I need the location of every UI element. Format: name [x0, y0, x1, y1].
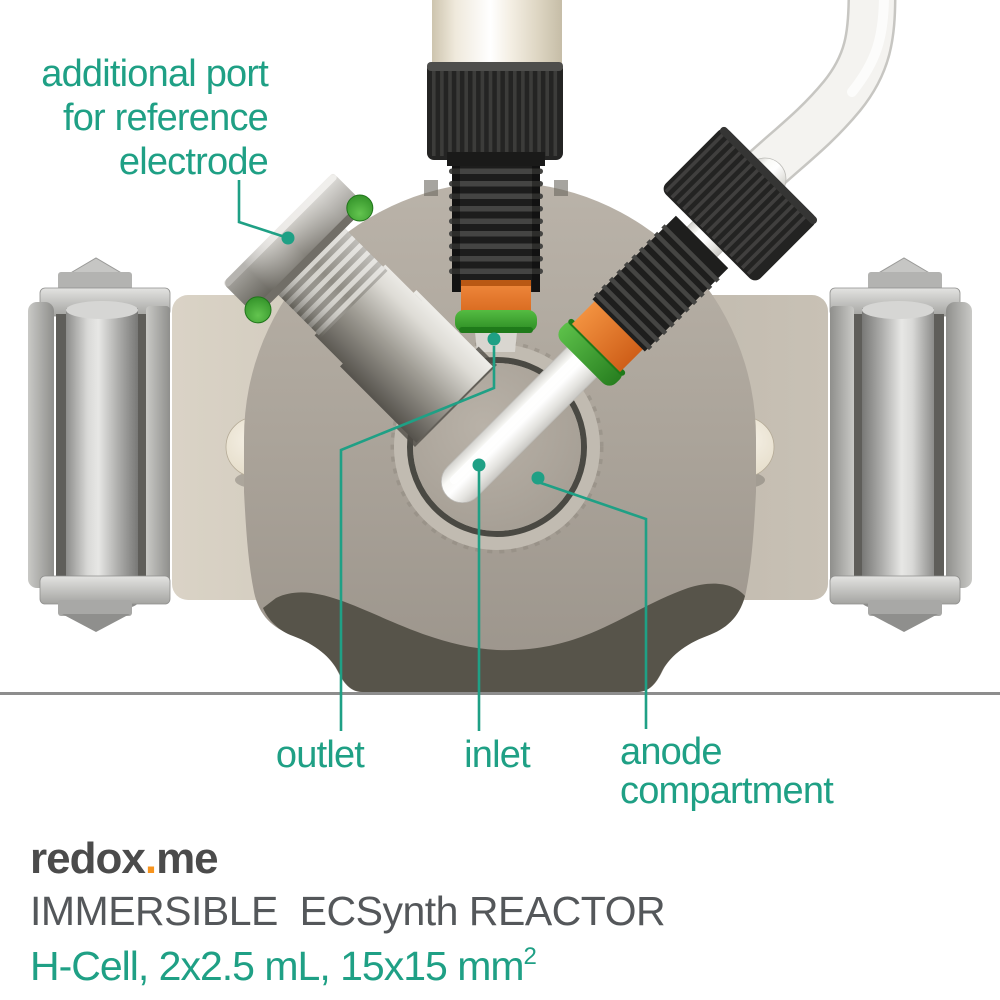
inlet-port-threads: [592, 215, 729, 352]
reference-port-label-line2: for reference: [62, 97, 269, 139]
inlet-seal-orange: [571, 294, 650, 373]
leader-dots: [281, 231, 545, 485]
inlet-anchor-dot: [472, 458, 486, 472]
brand-logo-suffix: me: [156, 834, 219, 883]
reference-port-label-line3: electrode: [118, 141, 269, 183]
oring-green-upper: [244, 296, 272, 324]
clamp-right: [829, 257, 973, 633]
inlet-oring-green: [558, 321, 623, 386]
anode-compartment-label: anode compartment: [620, 733, 880, 811]
top-tube: [432, 0, 562, 72]
anode-label-line1: anode: [620, 731, 722, 773]
inlet-label: inlet: [464, 734, 531, 776]
brand-logo-prefix: redox: [30, 834, 146, 883]
outlet-anchor-dot: [487, 332, 501, 346]
bench-line: [0, 692, 1000, 695]
outlet-port-nut: [427, 62, 563, 166]
product-subtitle-text: H-Cell, 2x2.5 mL, 15x15 mm: [30, 943, 525, 989]
anode-leader: [537, 480, 648, 729]
anode-label-line2: compartment: [620, 770, 834, 812]
inlet-port-nut: [663, 126, 818, 281]
oring-green-lower: [346, 194, 374, 222]
anode-anchor-dot: [531, 471, 545, 485]
bent-tubing: [731, 0, 897, 203]
product-title: IMMERSIBLE ECSynth REACTOR: [30, 888, 666, 934]
reference-port-anchor-dot: [281, 231, 295, 245]
inlet-port: [440, 126, 818, 504]
outlet-label: outlet: [275, 734, 365, 776]
outlet-leader: [339, 346, 496, 731]
outlet-oring-green: [455, 310, 537, 332]
leader-lines: [237, 180, 648, 731]
product-subtitle: H-Cell, 2x2.5 mL, 15x15 mm2: [30, 943, 537, 990]
brand-logo-dot: .: [144, 834, 157, 883]
outlet-port-threads: [449, 150, 543, 292]
product-subtitle-superscript: 2: [523, 943, 537, 970]
reference-port-leader: [237, 180, 289, 240]
outlet-port: [427, 62, 563, 333]
clamp-left: [27, 257, 171, 633]
reference-electrode-port: [223, 173, 497, 447]
reference-port-label: additional port for reference electrode: [0, 52, 269, 184]
body-under-shadow: [263, 583, 745, 692]
reference-port-threads: [274, 224, 388, 338]
brand-logo: redox.me: [30, 834, 219, 884]
reference-port-label-line1: additional port: [41, 53, 269, 95]
